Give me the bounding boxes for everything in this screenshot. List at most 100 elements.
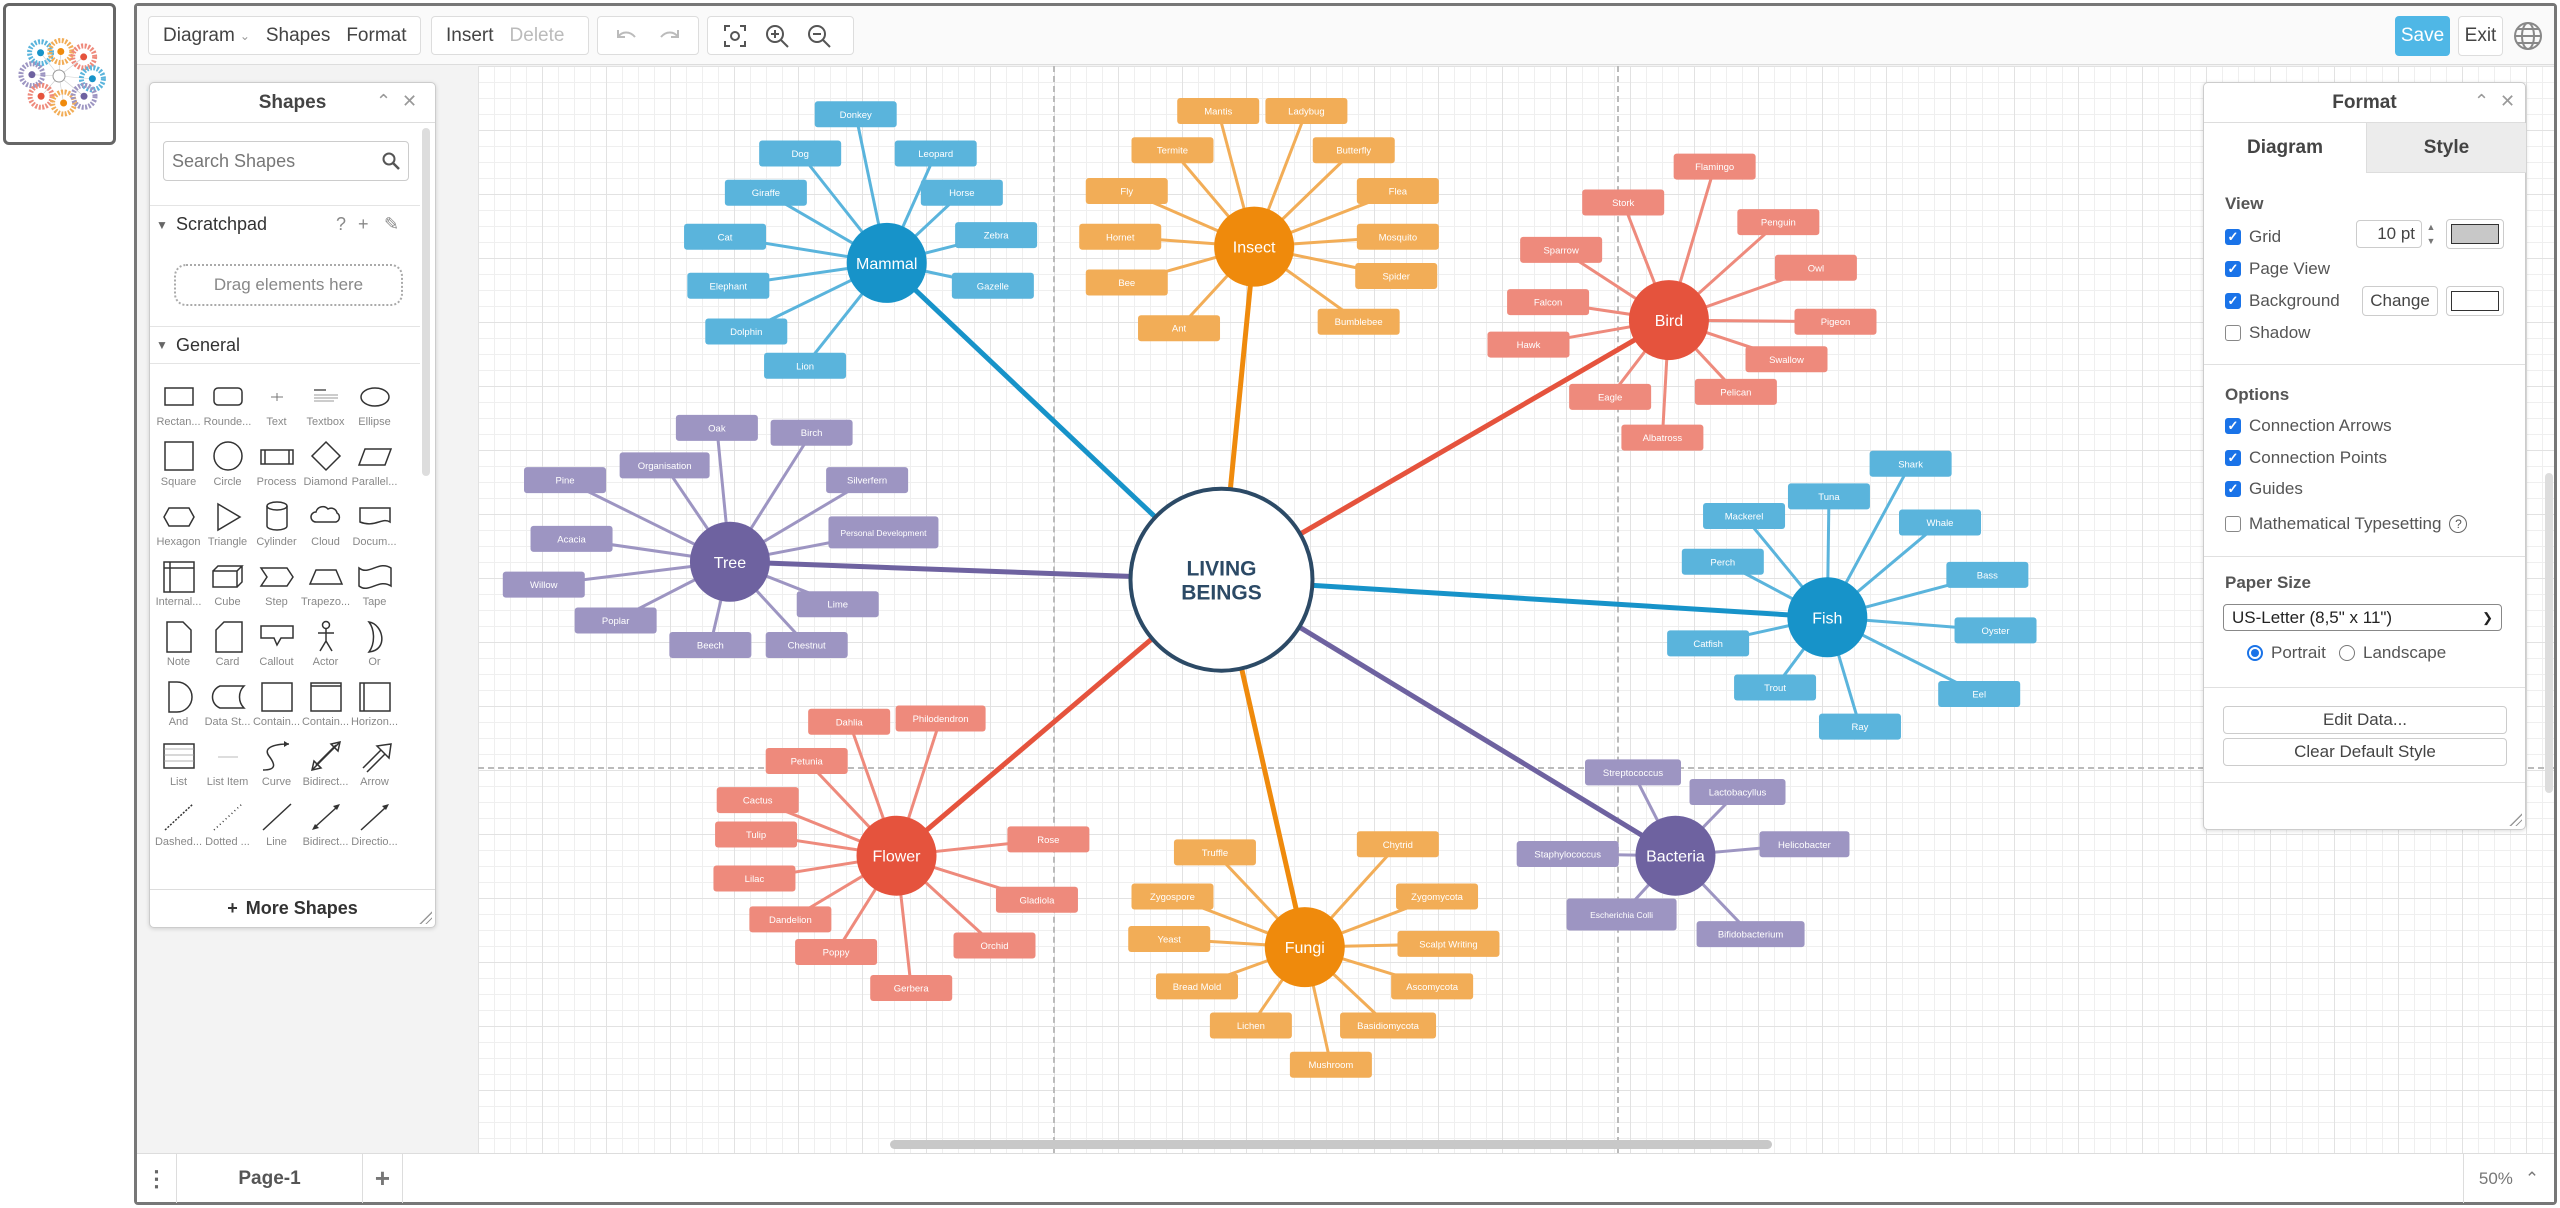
paper-size-select[interactable]: US-Letter (8,5" x 11")❯ [2223,604,2502,631]
leaf-node[interactable]: Flamingo [1673,153,1756,180]
leaf-node[interactable]: Shark [1869,450,1952,477]
leaf-node[interactable]: Lion [764,352,847,379]
leaf-node[interactable]: Bumblebee [1317,308,1400,335]
leaf-node[interactable]: Chytrid [1356,831,1439,858]
zoom-out-icon[interactable] [806,23,832,49]
leaf-node[interactable]: Zygomycota [1396,883,1479,910]
horizontal-scrollbar[interactable] [890,1140,1772,1149]
fit-page-icon[interactable] [722,23,748,49]
help-icon[interactable]: ? [336,214,347,234]
leaf-node[interactable]: Oak [675,414,758,441]
math-typesetting-checkbox[interactable]: Mathematical Typesetting? [2225,514,2468,534]
leaf-node[interactable]: Elephant [687,272,770,299]
shape-item[interactable]: Step [252,558,301,616]
shadow-checkbox[interactable]: Shadow [2225,323,2310,343]
shape-item[interactable]: Bidirect... [301,738,350,796]
scratchpad-section[interactable]: ▼Scratchpad ? + ✎ [150,205,420,243]
shape-item[interactable]: Directio... [350,798,399,856]
leaf-node[interactable]: Spider [1355,262,1438,289]
shape-item[interactable]: Note [154,618,203,676]
scratchpad-drop-zone[interactable]: Drag elements here [174,264,403,306]
leaf-node[interactable]: Staphylococcus [1516,841,1619,868]
leaf-node[interactable]: Chestnut [765,632,848,659]
pencil-icon[interactable]: ✎ [384,214,400,234]
leaf-node[interactable]: Pigeon [1794,308,1877,335]
leaf-node[interactable]: Pine [524,467,607,494]
background-color-swatch[interactable] [2446,286,2504,316]
leaf-node[interactable]: Rose [1007,826,1090,853]
shape-item[interactable]: Contain... [252,678,301,736]
leaf-node[interactable]: Acacia [530,525,613,552]
leaf-node[interactable]: Tuna [1787,483,1870,510]
leaf-node[interactable]: Butterfly [1312,137,1395,164]
leaf-node[interactable]: Bass [1946,561,2029,588]
page-menu-icon[interactable]: ⋮ [137,1154,177,1203]
shape-item[interactable]: List [154,738,203,796]
leaf-node[interactable]: Horse [920,179,1003,206]
leaf-node[interactable]: Trout [1734,674,1817,701]
shape-item[interactable]: Parallel... [350,438,399,496]
leaf-node[interactable]: Zygospore [1131,883,1214,910]
leaf-node[interactable]: Lime [796,591,879,618]
leaf-node[interactable]: Orchid [953,932,1036,959]
category-node[interactable]: Flower [856,815,937,896]
leaf-node[interactable]: Falcon [1507,289,1590,316]
leaf-node[interactable]: Lichen [1209,1012,1292,1039]
leaf-node[interactable]: Scalpt Writing [1397,930,1500,957]
shape-item[interactable]: List Item [203,738,252,796]
leaf-node[interactable]: Donkey [814,101,897,128]
leaf-node[interactable]: Poppy [795,939,878,966]
landscape-radio[interactable]: Landscape [2339,643,2446,663]
leaf-node[interactable]: Swallow [1745,346,1828,373]
leaf-node[interactable]: Mushroom [1289,1051,1372,1078]
shape-item[interactable]: Cube [203,558,252,616]
leaf-node[interactable]: Perch [1681,548,1764,575]
collapse-icon[interactable]: ⌃ [376,91,392,111]
page-tab[interactable]: Page-1 [177,1154,363,1203]
leaf-node[interactable]: Silverfern [826,467,909,494]
leaf-node[interactable]: Tulip [715,821,798,848]
leaf-node[interactable]: Ascomycota [1391,973,1474,1000]
delete-button[interactable]: Delete [509,24,565,46]
collapse-icon[interactable]: ⌃ [2474,91,2490,111]
leaf-node[interactable]: Gazelle [951,272,1034,299]
guides-checkbox[interactable]: ✓Guides [2225,479,2303,499]
leaf-node[interactable]: Birch [770,419,853,446]
shape-item[interactable]: Triangle [203,498,252,556]
shape-item[interactable]: Square [154,438,203,496]
leaf-node[interactable]: Truffle [1173,839,1256,866]
change-background-button[interactable]: Change [2362,286,2438,316]
zoom-in-icon[interactable] [764,23,790,49]
redo-icon[interactable] [656,26,684,46]
more-shapes-button[interactable]: +More Shapes [150,889,435,927]
leaf-node[interactable]: Eagle [1569,383,1652,410]
diagram-menu[interactable]: Diagram⌄ [163,25,250,47]
shape-item[interactable]: Rectan... [154,378,203,436]
leaf-node[interactable]: Catfish [1667,630,1750,657]
leaf-node[interactable]: Eel [1938,681,2021,708]
leaf-node[interactable]: Gerbera [870,974,953,1001]
shape-item[interactable]: Or [350,618,399,676]
leaf-node[interactable]: Pelican [1694,378,1777,405]
leaf-node[interactable]: Mantis [1177,98,1260,125]
leaf-node[interactable]: Willow [502,571,585,598]
leaf-node[interactable]: Penguin [1737,209,1820,236]
shape-item[interactable]: Dashed... [154,798,203,856]
leaf-node[interactable]: Owl [1774,254,1857,281]
shape-item[interactable]: Trapezo... [301,558,350,616]
shape-item[interactable]: Process [252,438,301,496]
shapes-menu[interactable]: Shapes [265,24,331,46]
grid-size-input[interactable]: 10 pt [2356,220,2422,248]
leaf-node[interactable]: Mosquito [1356,223,1439,250]
grid-checkbox[interactable]: ✓Grid [2225,227,2281,247]
tab-diagram[interactable]: Diagram [2204,123,2366,173]
leaf-node[interactable]: Poplar [574,607,657,634]
grid-size-stepper[interactable]: ▲▼ [2426,222,2436,246]
shape-item[interactable]: And [154,678,203,736]
leaf-node[interactable]: Leopard [894,140,977,167]
leaf-node[interactable]: Petunia [765,747,848,774]
exit-button[interactable]: Exit [2458,16,2503,56]
leaf-node[interactable]: Albatross [1621,424,1704,451]
leaf-node[interactable]: Dolphin [705,318,788,345]
